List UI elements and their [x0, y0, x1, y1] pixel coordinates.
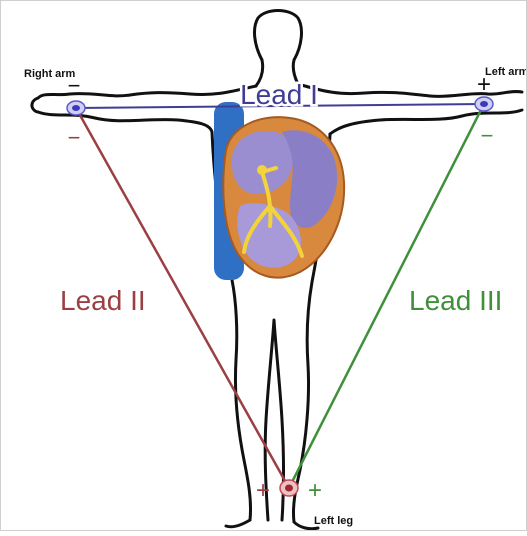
image-frame: [0, 0, 527, 531]
einthoven-triangle-diagram: − − + − + + Right arm Left arm Left leg …: [0, 0, 527, 531]
